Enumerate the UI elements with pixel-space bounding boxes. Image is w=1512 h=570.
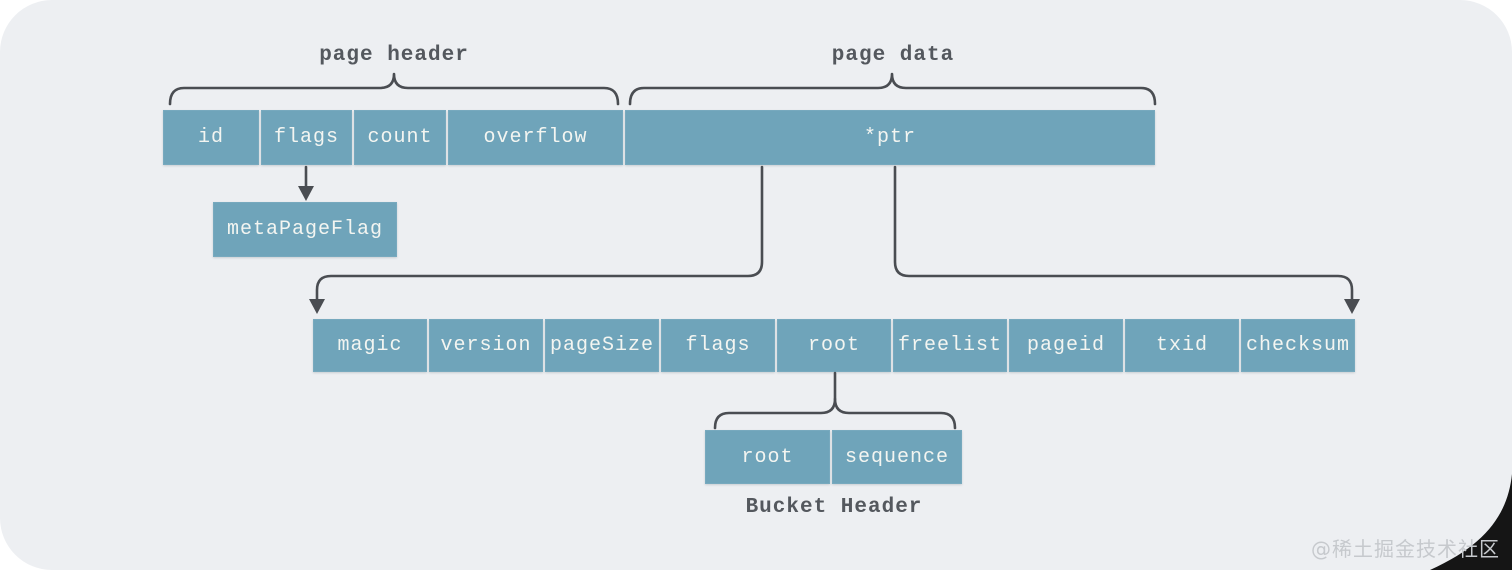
field-checksum: checksum [1241, 319, 1355, 372]
field-bucket-root: root [705, 430, 830, 484]
arrowhead-meta-right [1344, 299, 1360, 314]
watermark-text: @稀土掘金技术社区 [1311, 537, 1500, 561]
page-data-brace [628, 72, 1157, 106]
meta-struct-row: magic version pageSize flags root freeli… [313, 319, 1355, 372]
page-data-label: page data [831, 44, 955, 67]
bucket-header-row: root sequence [705, 430, 962, 484]
ptr-to-meta-right-connector [893, 165, 1354, 302]
page-header-label: page header [319, 44, 469, 67]
field-magic: magic [313, 319, 427, 372]
field-bucket-sequence: sequence [832, 430, 962, 484]
field-overflow: overflow [448, 110, 623, 165]
field-count: count [354, 110, 446, 165]
field-ptr: *ptr [625, 110, 1155, 165]
field-root: root [777, 319, 891, 372]
arrowhead-metapageflag [298, 186, 314, 201]
arrowhead-meta-left [309, 299, 325, 314]
field-pageid: pageid [1009, 319, 1123, 372]
field-flags: flags [261, 110, 352, 165]
field-pagesize: pageSize [545, 319, 659, 372]
bucket-header-brace [713, 397, 957, 430]
field-meta-flags: flags [661, 319, 775, 372]
page-struct-row: id flags count overflow *ptr [163, 110, 1155, 165]
field-version: version [429, 319, 543, 372]
field-meta-page-flag: metaPageFlag [213, 202, 397, 257]
meta-page-flag-row: metaPageFlag [213, 202, 397, 257]
field-txid: txid [1125, 319, 1239, 372]
bucket-header-label: Bucket Header [745, 496, 923, 519]
field-freelist: freelist [893, 319, 1007, 372]
field-id: id [163, 110, 259, 165]
page-header-brace [168, 72, 620, 106]
